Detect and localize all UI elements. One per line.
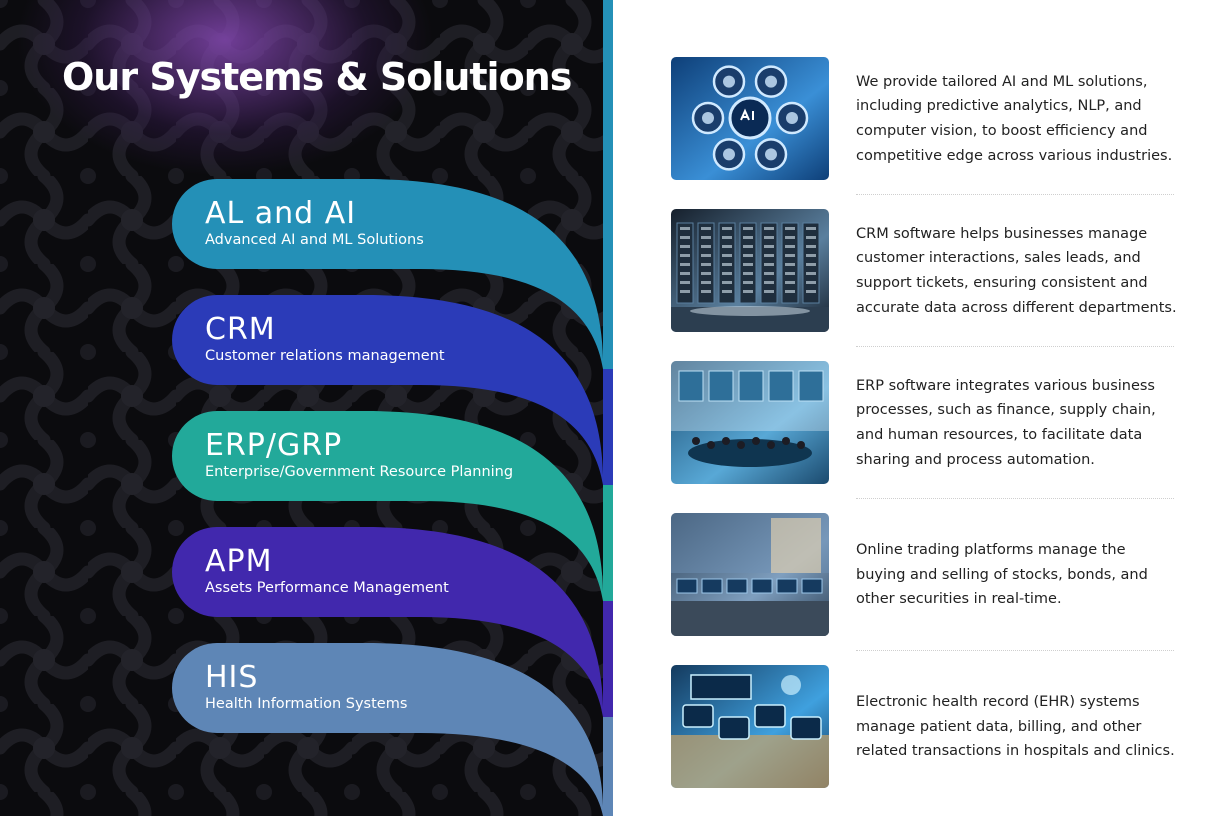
ribbon-2 (172, 295, 603, 485)
stripe-1 (603, 0, 613, 369)
solution-row: CRM software helps businesses manage cus… (671, 209, 1177, 333)
solution-description: Online trading platforms manage the buyi… (856, 541, 1148, 608)
solution-abbr: ERP/GRP (205, 428, 343, 463)
solution-description: Electronic health record (EHR) systems m… (856, 693, 1175, 760)
ribbon-1 (172, 179, 603, 369)
ribbon-3 (172, 411, 603, 601)
solution-description: ERP software integrates various business… (856, 377, 1156, 468)
conference-room-icon (671, 361, 829, 484)
stripe-3 (603, 485, 613, 601)
solution-row: We provide tailored AI and ML solutions,… (671, 57, 1176, 181)
color-stripes (603, 0, 613, 816)
stripe-5 (603, 717, 613, 816)
solution-full-name: Assets Performance Management (205, 580, 449, 596)
solution-full-name: Advanced AI and ML Solutions (205, 232, 424, 248)
solution-abbr: AL and AI (205, 196, 357, 231)
trading-floor-icon (671, 513, 829, 636)
row-separator (856, 650, 1174, 651)
solution-abbr: CRM (205, 312, 276, 347)
solution-abbr: APM (205, 544, 273, 579)
solution-abbr: HIS (205, 660, 259, 695)
server-room-icon (671, 209, 829, 332)
solution-full-name: Enterprise/Government Resource Planning (205, 464, 514, 480)
row-separator (856, 498, 1174, 499)
page-title: Our Systems & Solutions (62, 55, 572, 99)
right-panel: We provide tailored AI and ML solutions,… (613, 0, 1224, 816)
ai-chip-icon (671, 57, 829, 180)
solution-full-name: Customer relations management (205, 348, 445, 364)
ribbon-5 (172, 643, 603, 816)
stripe-4 (603, 601, 613, 717)
solution-row: Electronic health record (EHR) systems m… (671, 665, 1176, 789)
row-separator (856, 346, 1174, 347)
solution-description: CRM software helps businesses manage cus… (856, 225, 1177, 316)
solution-row: ERP software integrates various business… (671, 361, 1176, 485)
row-separator (856, 194, 1174, 195)
solution-full-name: Health Information Systems (205, 696, 408, 712)
ribbon-4 (172, 527, 603, 717)
health-tablets-icon (671, 665, 829, 788)
solution-description: We provide tailored AI and ML solutions,… (856, 73, 1173, 164)
stripe-2 (603, 369, 613, 485)
ribbons (172, 179, 603, 816)
solution-row: Online trading platforms manage the buyi… (671, 513, 1176, 637)
